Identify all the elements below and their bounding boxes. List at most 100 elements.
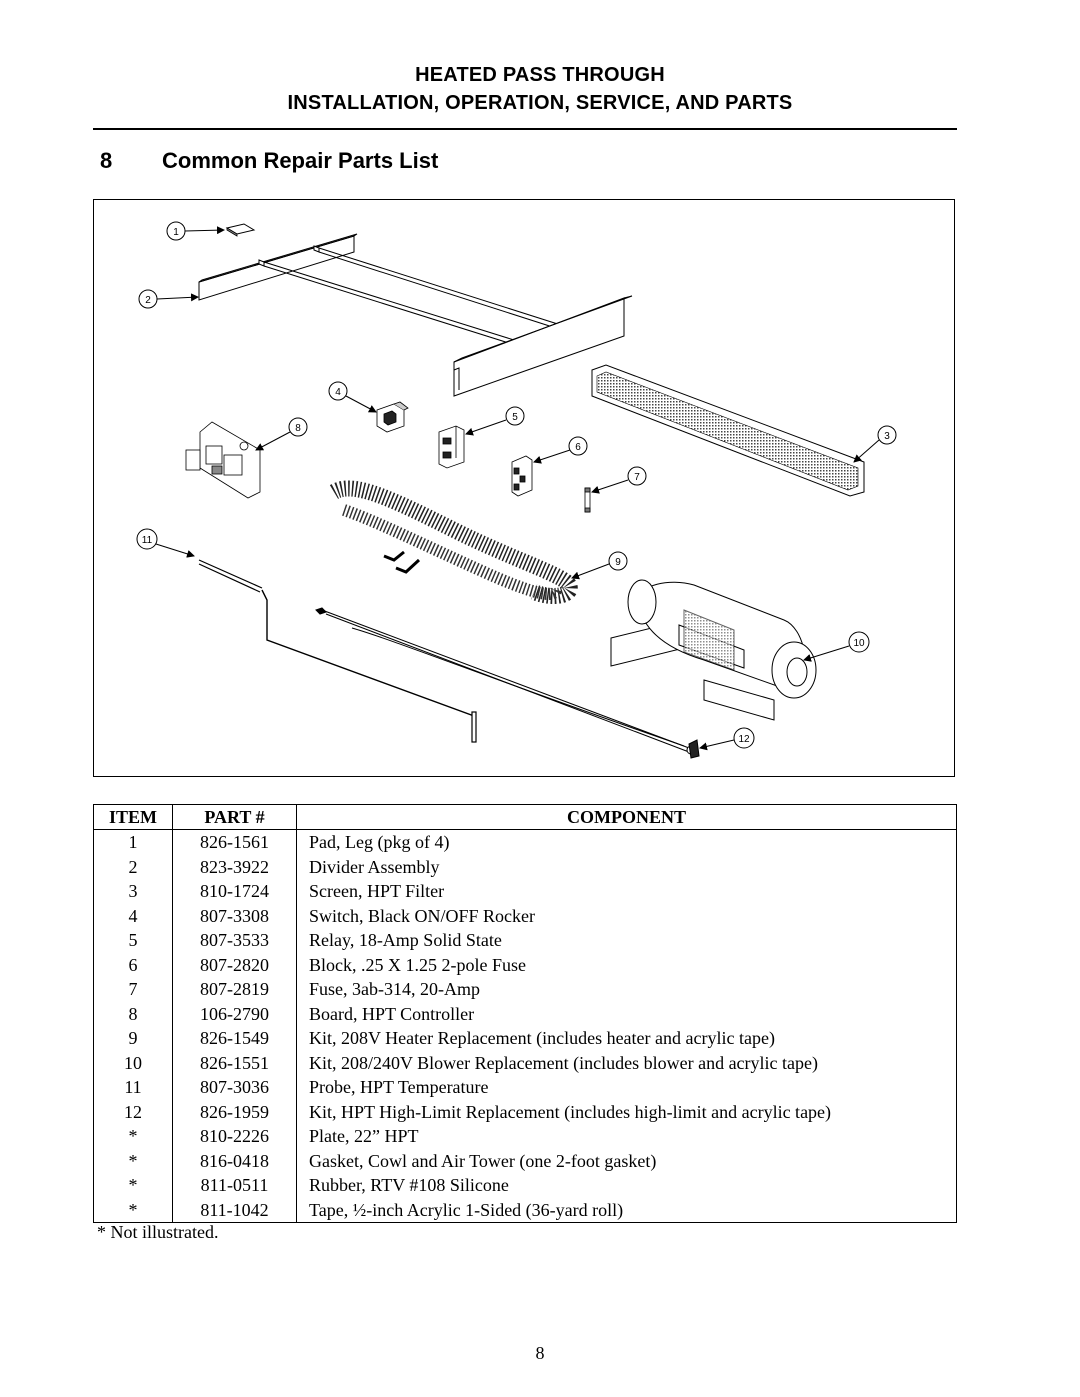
cell-part: 810-2226 — [172, 1124, 297, 1149]
cell-item: * — [93, 1124, 173, 1149]
cell-item: 12 — [93, 1099, 173, 1124]
cell-part: 807-2819 — [172, 977, 297, 1002]
fuse-part — [584, 487, 591, 513]
callout-label: 10 — [853, 638, 865, 649]
callout-3 — [853, 425, 897, 463]
table-header-row: ITEM PART # COMPONENT — [93, 804, 957, 830]
cell-component: Board, HPT Controller — [296, 1001, 957, 1026]
callout-7 — [591, 466, 647, 494]
cell-component: Kit, HPT High-Limit Replacement (include… — [296, 1099, 957, 1124]
callout-label: 9 — [615, 557, 621, 568]
cell-component: Rubber, RTV #108 Silicone — [296, 1173, 957, 1198]
cell-component: Relay, 18-Amp Solid State — [296, 928, 957, 953]
cell-part: 811-0511 — [172, 1173, 297, 1198]
callout-label: 6 — [575, 442, 581, 453]
cell-part: 807-3308 — [172, 903, 297, 928]
cell-item: 8 — [93, 1001, 173, 1026]
cell-item: 1 — [93, 829, 173, 855]
callout-2 — [138, 289, 199, 309]
page-number: 8 — [535, 1343, 545, 1363]
callout-label: 8 — [295, 423, 301, 434]
cell-part: 826-1549 — [172, 1026, 297, 1051]
filter-screen-part — [591, 364, 865, 497]
cell-part: 810-1724 — [172, 879, 297, 904]
footnote: * Not illustrated. — [97, 1222, 219, 1242]
callout-label: 2 — [145, 295, 151, 306]
col-header-part: PART # — [172, 804, 297, 830]
callout-5 — [465, 406, 525, 436]
cell-component: Plate, 22” HPT — [296, 1124, 957, 1149]
cell-part: 811-1042 — [172, 1197, 297, 1223]
cell-part: 823-3922 — [172, 854, 297, 879]
cell-item: 6 — [93, 952, 173, 977]
section-heading: 8 Common Repair Parts List — [100, 148, 438, 174]
relay-part — [438, 425, 465, 469]
cell-component: Block, .25 X 1.25 2-pole Fuse — [296, 952, 957, 977]
temperature-probe-part — [198, 559, 477, 743]
cell-component: Divider Assembly — [296, 854, 957, 879]
callout-label: 5 — [512, 412, 518, 423]
cell-item: * — [93, 1173, 173, 1198]
callout-label: 4 — [335, 387, 341, 398]
cell-part: 807-2820 — [172, 952, 297, 977]
cell-item: 5 — [93, 928, 173, 953]
cell-part: 826-1959 — [172, 1099, 297, 1124]
cell-item: * — [93, 1197, 173, 1223]
cell-component: Probe, HPT Temperature — [296, 1075, 957, 1100]
callout-label: 11 — [142, 535, 153, 546]
callout-6 — [533, 436, 588, 464]
section-number: 8 — [100, 148, 113, 173]
cell-component: Pad, Leg (pkg of 4) — [296, 829, 957, 855]
cell-part: 826-1551 — [172, 1050, 297, 1075]
cell-item: 11 — [93, 1075, 173, 1100]
callout-label: 3 — [884, 431, 890, 442]
cell-part: 807-3036 — [172, 1075, 297, 1100]
cell-item: 10 — [93, 1050, 173, 1075]
callout-label: 7 — [634, 472, 640, 483]
section-title: Common Repair Parts List — [162, 148, 439, 173]
cell-component: Kit, 208/240V Blower Replacement (includ… — [296, 1050, 957, 1075]
cell-part: 826-1561 — [172, 829, 297, 855]
cell-part: 816-0418 — [172, 1148, 297, 1173]
callout-label: 1 — [173, 227, 179, 238]
doc-header-subtitle: INSTALLATION, OPERATION, SERVICE, AND PA… — [287, 92, 793, 114]
rocker-switch-part — [376, 401, 409, 433]
cell-component: Tape, ½-inch Acrylic 1-Sided (36-yard ro… — [296, 1197, 957, 1223]
doc-header-title: HEATED PASS THROUGH — [415, 64, 665, 86]
callout-4 — [328, 381, 377, 413]
cell-item: 2 — [93, 854, 173, 879]
callout-9 — [571, 551, 628, 580]
leg-pad-part — [225, 223, 256, 237]
divider-assembly-part — [198, 233, 633, 397]
cell-part: 106-2790 — [172, 1001, 297, 1026]
cell-item: 4 — [93, 903, 173, 928]
cell-item: * — [93, 1148, 173, 1173]
callout-12 — [699, 727, 755, 751]
cell-component: Kit, 208V Heater Replacement (includes h… — [296, 1026, 957, 1051]
exploded-view-drawing: 1 2 3 4 5 6 7 8 9 10 11 12 — [136, 221, 897, 759]
cell-item: 9 — [93, 1026, 173, 1051]
cell-part: 807-3533 — [172, 928, 297, 953]
cell-component: Screen, HPT Filter — [296, 879, 957, 904]
col-header-component: COMPONENT — [296, 804, 957, 830]
blower-part — [610, 579, 817, 721]
callout-8 — [255, 417, 308, 451]
col-header-item: ITEM — [93, 804, 173, 830]
